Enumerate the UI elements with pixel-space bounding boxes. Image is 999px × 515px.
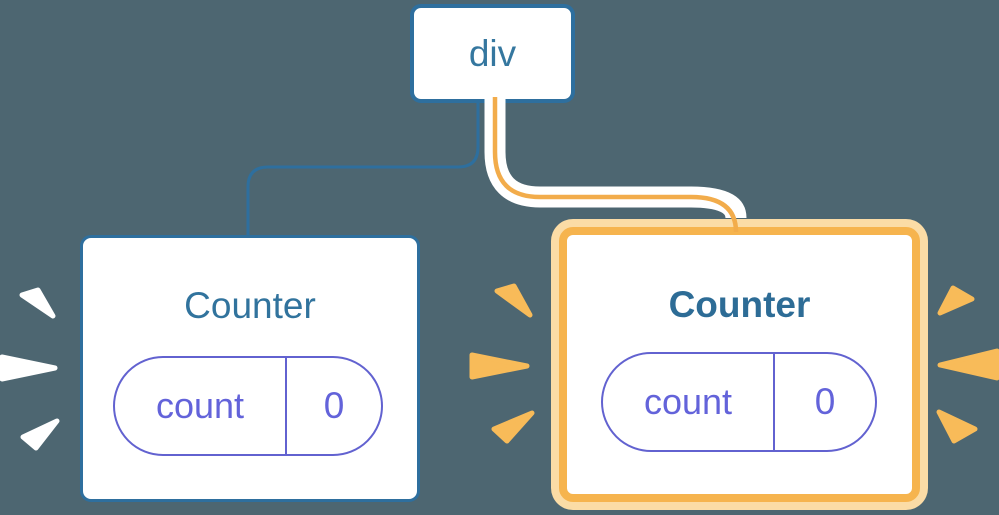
edge-root-to-right-counter-core (492, 97, 739, 233)
burst-icon (0, 354, 58, 382)
burst-icon (469, 352, 530, 380)
state-pill: count 0 (113, 356, 383, 456)
state-key: count (115, 358, 287, 454)
counter-title: Counter (184, 285, 316, 326)
state-key: count (603, 354, 775, 450)
counter-card-left: Counter count 0 (80, 235, 420, 502)
root-node-label: div (468, 33, 517, 74)
state-value: 0 (814, 381, 836, 422)
tree-root-node: div (410, 4, 575, 103)
state-pill: count 0 (601, 352, 877, 452)
edge-root-to-right-counter-casing (484, 97, 747, 220)
burst-icon (937, 348, 999, 381)
burst-icon (19, 287, 56, 319)
burst-icon (20, 418, 60, 451)
edge-root-to-left-counter (246, 100, 480, 237)
burst-icon (937, 285, 975, 316)
counter-card-right-highlighted: Counter count 0 (559, 227, 920, 502)
burst-icon (494, 283, 533, 318)
state-value: 0 (323, 385, 345, 426)
counter-title: Counter (668, 284, 811, 325)
burst-icon (936, 409, 978, 444)
burst-icon (491, 410, 535, 444)
